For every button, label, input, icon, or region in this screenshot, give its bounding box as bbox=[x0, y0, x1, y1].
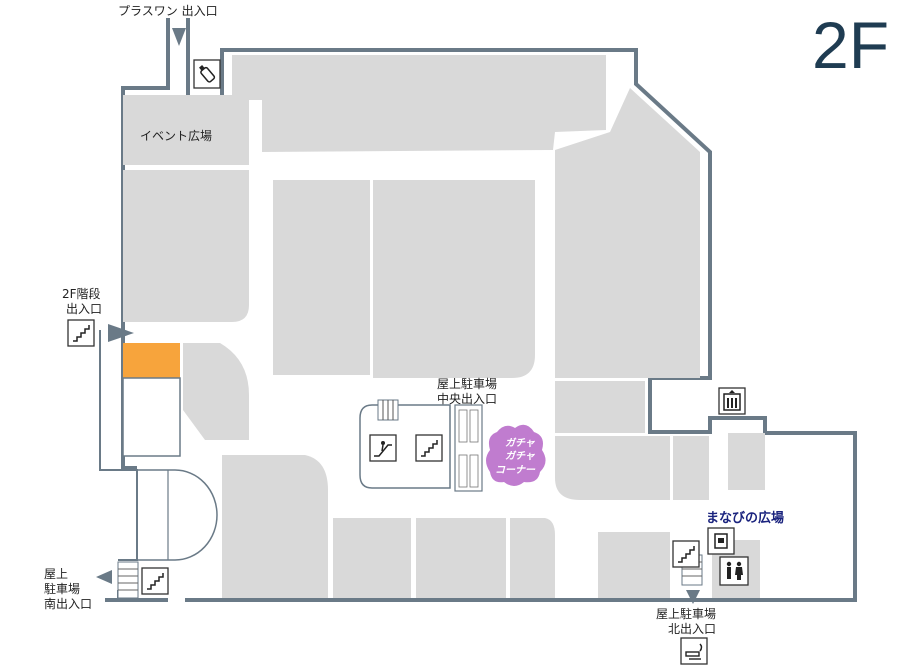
shop-south-4 bbox=[510, 518, 555, 598]
shop-east-large bbox=[555, 88, 700, 378]
north-entrance-arrow bbox=[686, 590, 700, 604]
sanitizer-icon bbox=[193, 59, 221, 89]
west-stair-hall bbox=[137, 469, 218, 561]
manabi-plaza-label: まなびの広場 bbox=[706, 510, 784, 526]
shop-south-5 bbox=[598, 532, 670, 598]
smoking-area-icon bbox=[680, 637, 708, 665]
shop-center-left bbox=[273, 180, 370, 375]
stairs-2f-arrow bbox=[108, 324, 134, 342]
shop-south-2 bbox=[333, 518, 411, 598]
rooftop-south-label-1: 屋上 bbox=[44, 567, 68, 581]
shop-east-mid-2 bbox=[555, 436, 670, 500]
stairs-icon bbox=[672, 540, 700, 568]
shop-west-tall bbox=[123, 170, 249, 322]
event-plaza-block bbox=[123, 95, 249, 165]
gacha-corner[interactable]: ガチャ ガチャ コーナー bbox=[486, 424, 546, 486]
gacha-label-3: コーナー bbox=[495, 465, 536, 476]
restroom-icon bbox=[719, 556, 749, 586]
rooftop-center-label-1: 屋上駐車場 bbox=[437, 376, 497, 391]
shop-south-3 bbox=[416, 518, 506, 598]
entrance-arrows bbox=[96, 28, 700, 604]
stairs-icon bbox=[141, 567, 169, 595]
elevator-hall-block bbox=[728, 433, 765, 490]
stairs-icon bbox=[415, 434, 443, 462]
elevator-icon bbox=[718, 387, 746, 415]
shop-west-rounded bbox=[183, 343, 249, 440]
rooftop-south-label-3: 南出入口 bbox=[44, 596, 92, 611]
stairs-2f-label-2: 出入口 bbox=[66, 302, 102, 316]
highlighted-shop[interactable] bbox=[123, 343, 180, 378]
shop-north-row bbox=[232, 55, 606, 152]
stairs-icon bbox=[67, 319, 95, 347]
shop-center-right bbox=[373, 180, 535, 378]
shop-white-outline bbox=[122, 377, 181, 457]
rooftop-north-label-2: 北出入口 bbox=[668, 622, 716, 636]
shop-east-mid-3 bbox=[673, 436, 709, 500]
nursing-room-icon bbox=[707, 527, 735, 555]
escalator-icon bbox=[369, 434, 397, 462]
rooftop-center-label-2: 中央出入口 bbox=[437, 391, 497, 406]
floor-label: 2F bbox=[812, 8, 889, 82]
plaswon-entrance-label: プラスワン 出入口 bbox=[118, 4, 218, 18]
south-entrance-arrow bbox=[96, 570, 112, 584]
plaswon-arrow bbox=[172, 28, 186, 46]
center-stair-hall bbox=[359, 399, 483, 492]
shop-south-1 bbox=[222, 455, 328, 598]
gacha-label-2: ガチャ bbox=[505, 450, 536, 462]
event-plaza-label: イベント広場 bbox=[140, 129, 212, 143]
shop-blocks bbox=[123, 55, 765, 598]
shop-east-mid-1 bbox=[555, 381, 645, 433]
stairs-2f-label-1: 2F階段 bbox=[62, 286, 101, 301]
rooftop-south-label-2: 駐車場 bbox=[44, 581, 80, 596]
south-stair-strip bbox=[117, 561, 139, 599]
gacha-label-1: ガチャ bbox=[505, 437, 536, 449]
rooftop-north-label-1: 屋上駐車場 bbox=[656, 606, 716, 621]
